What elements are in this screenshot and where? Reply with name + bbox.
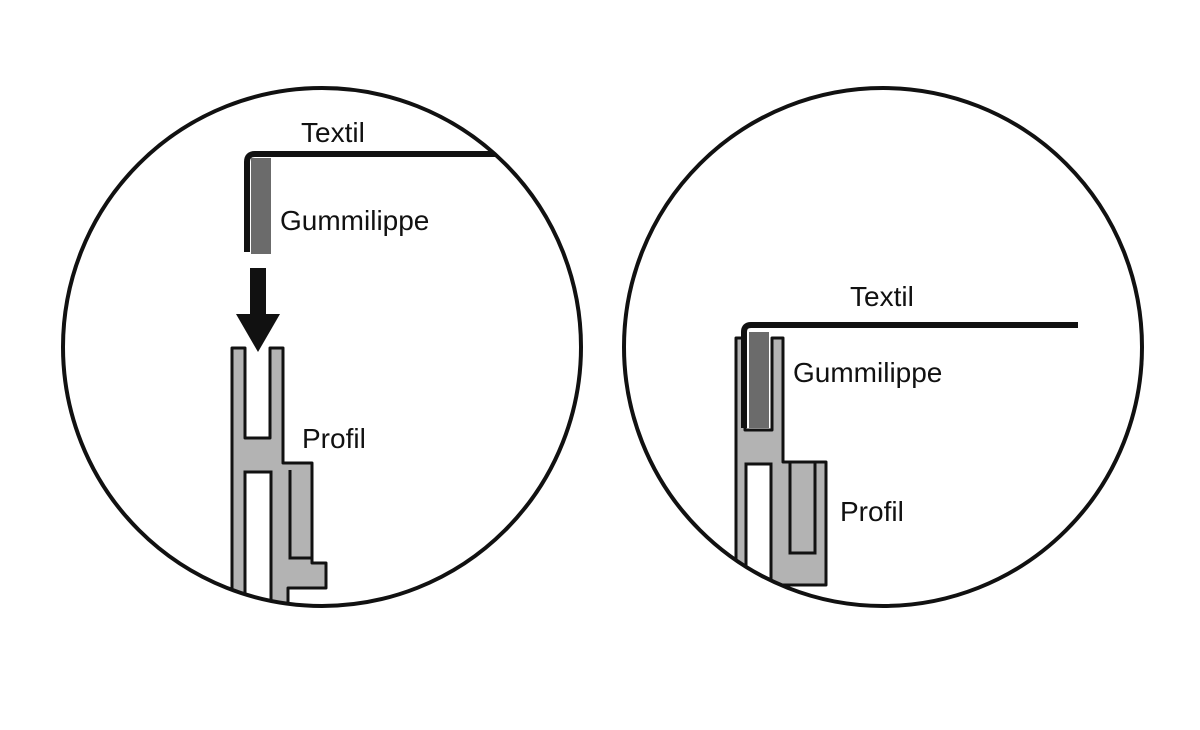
label-profile-before: Profil bbox=[302, 423, 366, 454]
panel-before-circle bbox=[61, 86, 583, 608]
panel-before-content bbox=[230, 151, 581, 606]
lip-before bbox=[251, 158, 271, 254]
label-profile-after: Profil bbox=[840, 496, 904, 527]
insert-arrow-shaft bbox=[250, 268, 266, 316]
insert-arrow-head bbox=[236, 314, 280, 352]
label-lip-after: Gummilippe bbox=[793, 357, 942, 388]
profile-before-channel bbox=[288, 470, 312, 560]
textile-before bbox=[244, 151, 581, 252]
label-lip-before: Gummilippe bbox=[280, 205, 429, 236]
insert-arrow bbox=[236, 268, 280, 352]
profile-after-cavity bbox=[744, 462, 773, 606]
lip-after bbox=[749, 332, 769, 428]
profile-after-channel bbox=[788, 462, 817, 555]
panel-after: Textil Gummilippe Profil bbox=[622, 86, 1144, 608]
textile-after bbox=[741, 322, 1078, 428]
panel-after-content bbox=[734, 322, 1078, 606]
panel-after-circle bbox=[622, 86, 1144, 608]
label-textile-before: Textil bbox=[301, 117, 365, 148]
profile-before-cavity bbox=[243, 470, 273, 606]
label-textile-after: Textil bbox=[850, 281, 914, 312]
panel-before: Textil Gummilippe Profil bbox=[61, 86, 583, 608]
